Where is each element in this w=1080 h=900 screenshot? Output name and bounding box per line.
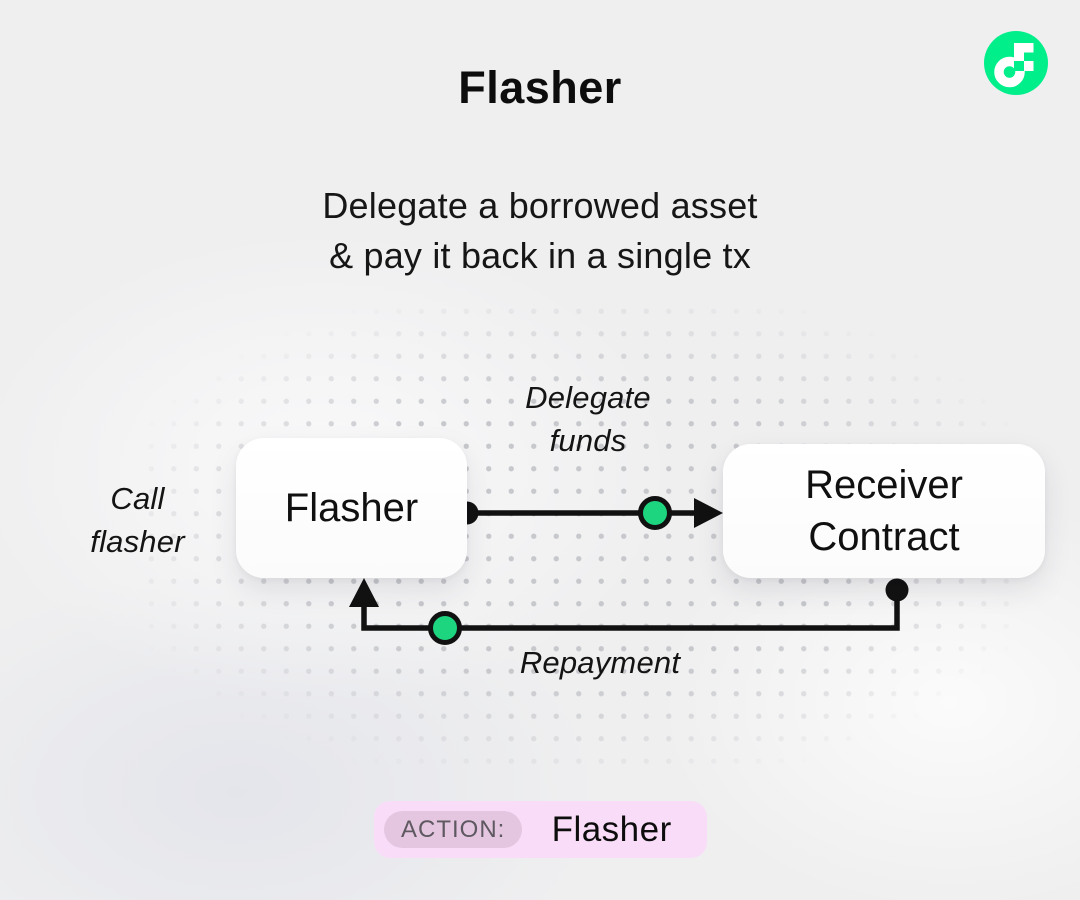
node-flasher: Flasher [236,438,467,578]
delegate-funds-arrow [455,496,723,530]
call-label-line-2: flasher [90,524,185,559]
repayment-progress-dot [428,611,462,645]
edge-start-dot-receiver [885,578,909,602]
action-value: Flasher [551,809,672,849]
subtitle-line-1: Delegate a borrowed asset [322,185,758,226]
flow-logo-crossbar [1024,61,1034,71]
receiver-label-line-2: Contract [808,515,960,559]
action-chip: ACTION: [384,811,523,848]
repayment-arrow [349,578,909,645]
node-receiver-contract: Receiver Contract [723,444,1045,578]
action-badge: ACTION: Flasher [374,801,707,858]
node-receiver-label: Receiver Contract [805,459,963,563]
call-label-line-1: Call [110,481,165,516]
arrowhead-right [694,498,723,528]
flow-logo-ring [994,56,1025,88]
subtitle-line-2: & pay it back in a single tx [329,235,751,276]
arrowhead-up [349,578,379,607]
delegate-progress-dot [638,496,672,530]
receiver-label-line-1: Receiver [805,463,963,507]
page-title: Flasher [458,62,622,113]
delegate-label-line-1: Delegate [525,380,651,415]
flow-logo-svg [984,31,1048,95]
flow-logo-hook [1014,43,1034,53]
delegate-label-line-2: funds [549,423,627,458]
flow-logo-green-square [1014,61,1024,71]
flow-logo-icon [984,31,1048,95]
delegate-funds-label: Delegate funds [458,376,718,462]
call-flasher-label: Call flasher [35,477,240,563]
page-subtitle: Delegate a borrowed asset & pay it back … [0,181,1080,281]
repayment-label: Repayment [519,645,681,680]
node-flasher-label: Flasher [284,486,419,530]
